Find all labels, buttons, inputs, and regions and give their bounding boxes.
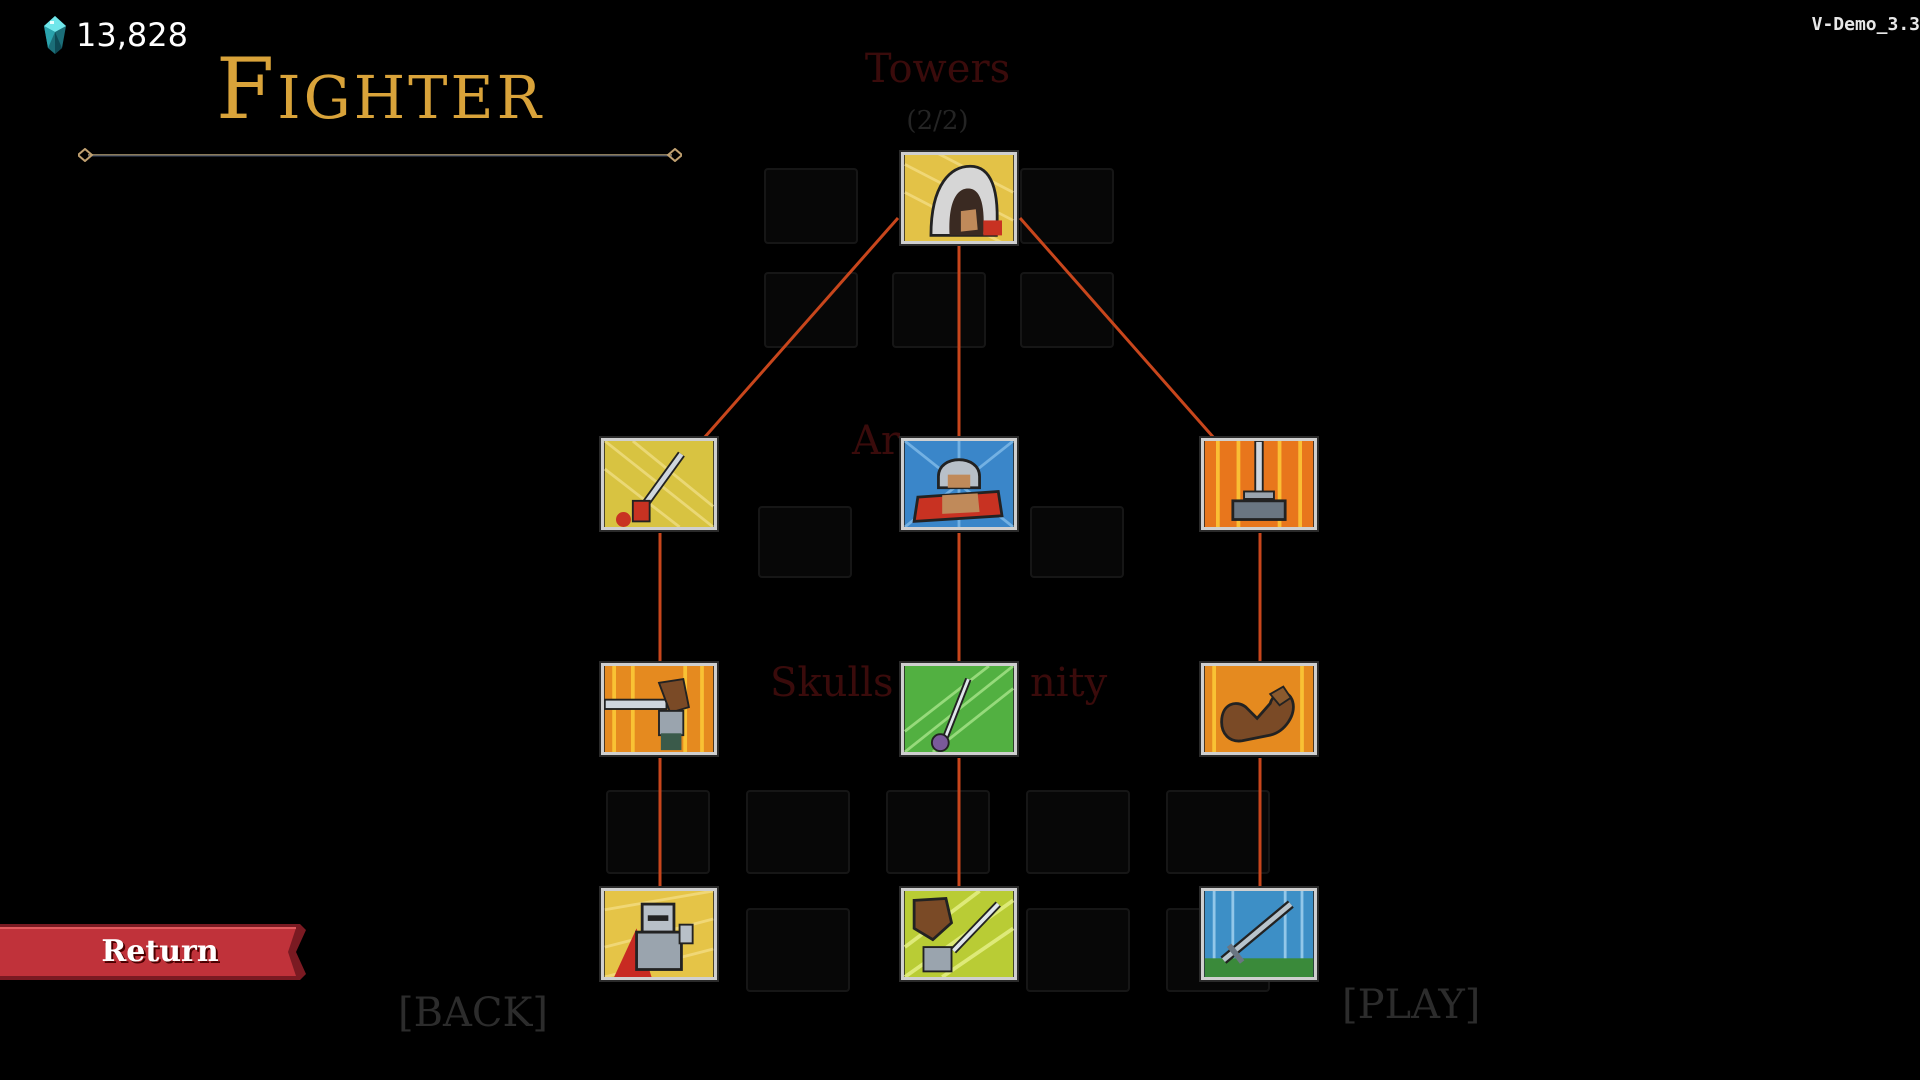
dash-kick-skill[interactable]: [901, 888, 1017, 980]
helmet-warrior-skill[interactable]: [901, 438, 1017, 530]
skull-slot: [606, 790, 710, 874]
sword-raise-skill[interactable]: [601, 438, 717, 530]
play-key-hint: [PLAY]: [1342, 982, 1481, 1028]
flex-strength-skill[interactable]: [1201, 663, 1317, 755]
wind-sword-skill[interactable]: [901, 663, 1017, 755]
tower-slot: [764, 272, 858, 348]
gem-icon: [44, 16, 66, 54]
planted-sword-skill[interactable]: [1201, 438, 1317, 530]
skull-slot: [746, 908, 850, 992]
tower-slot: [764, 168, 858, 244]
towers-label: Towers: [864, 46, 1011, 92]
skulls-label: Skulls: [770, 660, 894, 706]
artifact-slot: [1030, 506, 1124, 578]
currency-display: 13,828: [40, 10, 188, 60]
tower-slot: [1020, 168, 1114, 244]
sword-strike-skill[interactable]: [601, 663, 717, 755]
fighter-hood-skill[interactable]: [901, 152, 1017, 244]
towers-count: (2/2): [906, 106, 969, 136]
return-banner: [0, 924, 306, 980]
back-key-hint: [BACK]: [398, 990, 548, 1036]
return-label: Return: [101, 934, 219, 969]
skull-slot: [886, 790, 990, 874]
armored-knight-skill[interactable]: [601, 888, 717, 980]
page-title: Fighter: [215, 40, 545, 138]
unity-label: nity: [1030, 660, 1108, 706]
skull-slot: [1026, 790, 1130, 874]
title-divider: [78, 148, 682, 162]
version-label: V-Demo_3.3: [1811, 14, 1920, 35]
rain-sword-skill[interactable]: [1201, 888, 1317, 980]
artifacts-label: Ar: [852, 418, 901, 464]
tower-slot: [1020, 272, 1114, 348]
return-button[interactable]: Return: [0, 922, 310, 982]
skull-slot: [1166, 790, 1270, 874]
skull-slot: [746, 790, 850, 874]
currency-value: 13,828: [76, 16, 188, 54]
tower-slot: [892, 272, 986, 348]
skull-slot: [1026, 908, 1130, 992]
artifact-slot: [758, 506, 852, 578]
